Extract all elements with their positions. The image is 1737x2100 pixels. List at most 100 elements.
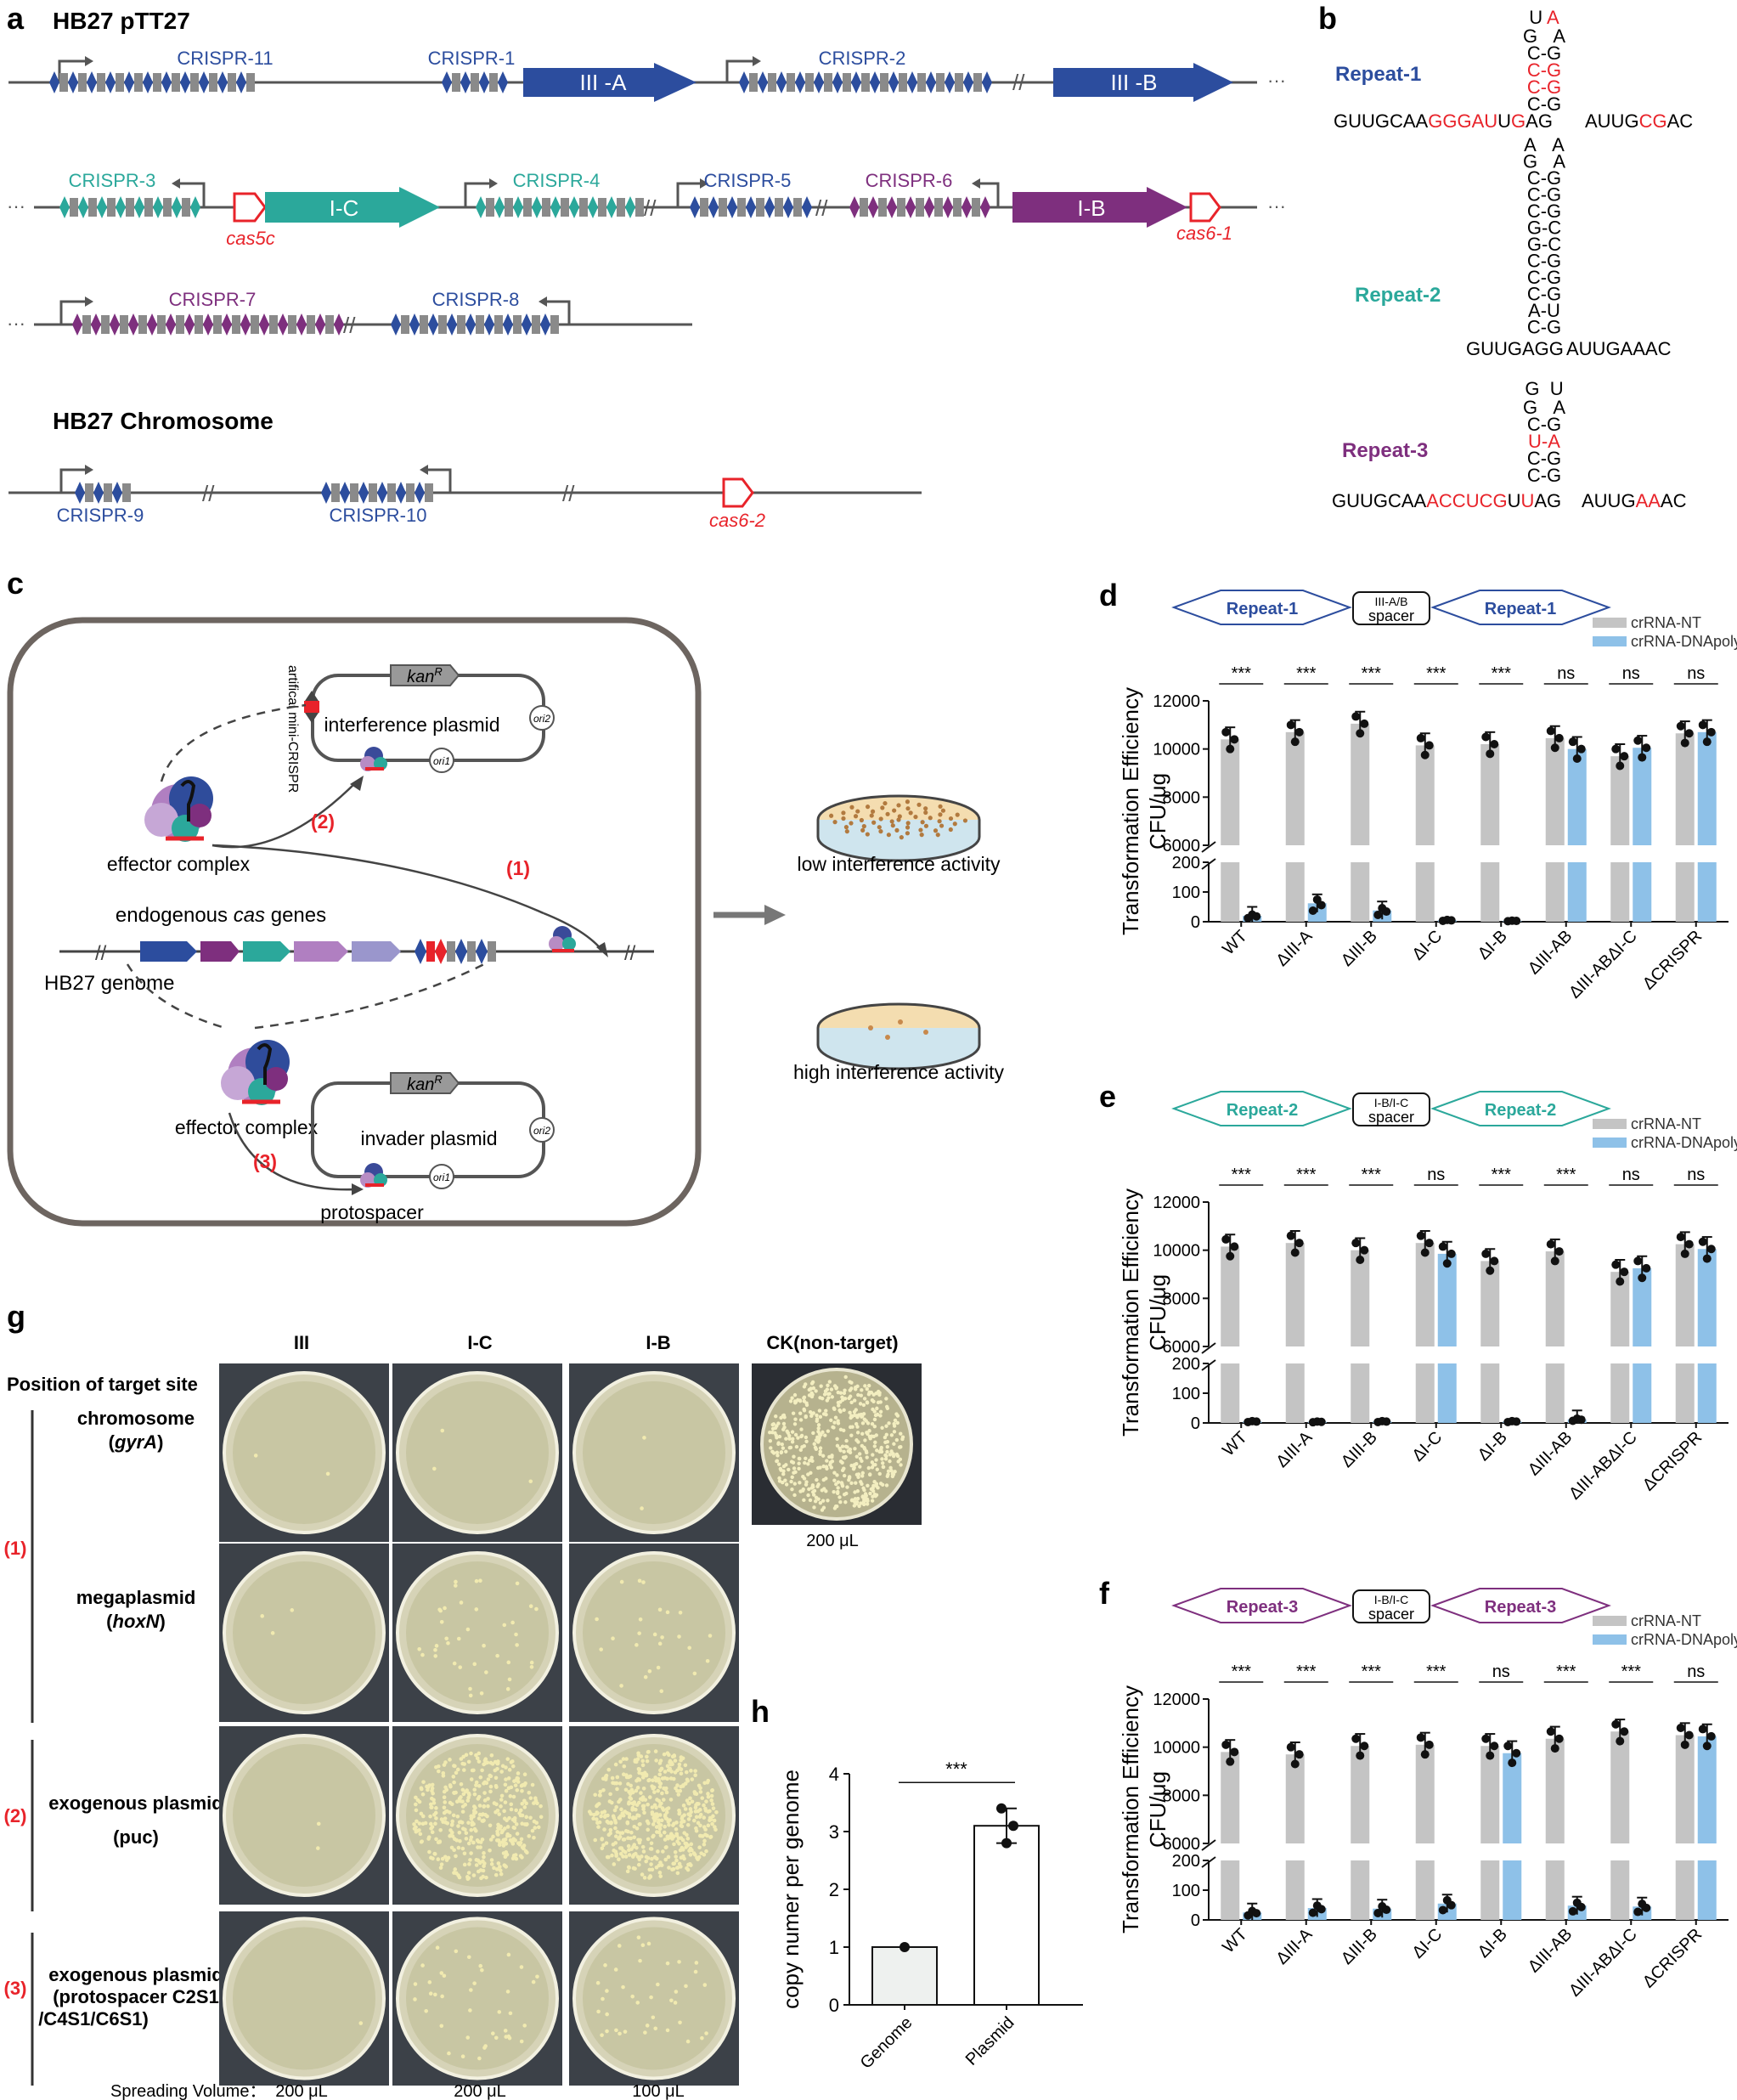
volume-III: 200 μL: [275, 2082, 328, 2100]
group-3-label: (3): [4, 1978, 27, 1999]
data-point: [1684, 729, 1694, 738]
repeat-3-stem: G U G A C-G U-A C-G C-G: [1523, 378, 1565, 486]
x-tick-label: ΔCRISPR: [1639, 1428, 1706, 1494]
bar: [1633, 862, 1652, 922]
crispr-3-label: CRISPR-3: [69, 170, 156, 191]
legend-nt-label: crRNA-NT: [1631, 1612, 1701, 1629]
svg-text://: //: [95, 942, 107, 965]
panel-letter: f: [1099, 1576, 1110, 1611]
significance-label: ***: [1296, 1662, 1317, 1681]
spreading-volume-label: Spreading Volume：: [110, 2082, 266, 2100]
bar: [1221, 1246, 1240, 1346]
panel-c: c kanR interference plasmid ori2 ori1 ar…: [7, 566, 1005, 1227]
group-1-label: (1): [4, 1538, 27, 1559]
data-point: [1360, 1245, 1369, 1255]
svg-text:C-G: C-G: [1527, 465, 1561, 486]
y-tick-label: 0: [1191, 1911, 1200, 1930]
y-axis-label: Transformation EfficiencyCFU/μg: [1118, 1188, 1170, 1437]
crispr-11-label: CRISPR-11: [177, 48, 273, 69]
bar: [1351, 723, 1370, 845]
promoter-arrow-7: [59, 300, 88, 325]
svg-text:ori2: ori2: [533, 1125, 550, 1137]
bar: [1415, 1243, 1435, 1346]
cas5c-label: cas5c: [226, 228, 274, 249]
data-point: [1676, 721, 1685, 731]
crispr-7-array: [72, 313, 344, 336]
significance-label: ***: [1296, 664, 1317, 683]
significance-label: ns: [1687, 1166, 1705, 1184]
data-point: [1698, 1725, 1707, 1734]
crispr-10-label: CRISPR-10: [330, 505, 427, 526]
svg-text:C-G: C-G: [1527, 317, 1561, 338]
data-point: [1503, 1742, 1513, 1751]
bar: [1675, 1860, 1695, 1920]
significance-label: ***: [1556, 1166, 1576, 1184]
data-point: [1611, 744, 1621, 754]
legend-nt-label: crRNA-NT: [1631, 1115, 1701, 1132]
gene-III-B-label: III -B: [1111, 70, 1158, 95]
bar: [1285, 1243, 1305, 1346]
plate-high-activity: [816, 1002, 981, 1070]
spacer-type-label: I-B/I-C: [1374, 1593, 1408, 1606]
bar: [1633, 1267, 1652, 1346]
data-point: [1416, 1231, 1425, 1240]
repeat-diamond-left: [1171, 590, 1352, 625]
bar: [1351, 1860, 1370, 1920]
data-point: [1546, 726, 1555, 736]
y-tick-label: 8000: [1163, 1290, 1201, 1308]
significance-label: ns: [1622, 1166, 1640, 1184]
repeat-3-label: Repeat-3: [1342, 439, 1428, 462]
data-point: [1442, 1259, 1452, 1268]
legend-dna-swatch: [1593, 636, 1627, 646]
bar: [1480, 1363, 1500, 1423]
significance-label: ***: [1362, 1662, 1382, 1681]
data-point: [1438, 1242, 1447, 1251]
bar: [1610, 1363, 1630, 1423]
significance-label: ***: [945, 1758, 967, 1780]
significance-label: ns: [1557, 664, 1575, 683]
svg-text:C-G: C-G: [1527, 76, 1561, 98]
data-point: [1230, 735, 1239, 744]
data-point: [1702, 1742, 1712, 1751]
svg-text:C-G: C-G: [1527, 284, 1561, 305]
data-point: [1416, 733, 1425, 742]
data-point: [1698, 720, 1707, 730]
data-point: [1490, 1742, 1499, 1751]
data-point: [1416, 1733, 1425, 1742]
data-point: [1620, 1727, 1629, 1736]
crispr-7-label: CRISPR-7: [169, 289, 257, 310]
col-header-III: III: [294, 1332, 309, 1353]
data-point: [1508, 1758, 1517, 1768]
data-point: [1373, 1909, 1383, 1918]
data-point: [1572, 754, 1582, 763]
data-point: [1512, 917, 1521, 926]
svg-text:···: ···: [1267, 195, 1286, 217]
data-point: [1680, 1249, 1689, 1258]
row-puc-gene: (puc): [113, 1826, 159, 1848]
repeat-1-sequence-right: AUUGCGAC: [1585, 110, 1693, 132]
data-point: [1226, 744, 1235, 754]
bar: [1221, 1363, 1240, 1423]
interference-plasmid-label: interference plasmid: [324, 714, 499, 736]
data-point: [1424, 1239, 1434, 1248]
bar: [1545, 862, 1565, 922]
significance-label: ***: [1362, 664, 1382, 683]
data-point: [1611, 1719, 1621, 1729]
y-axis-label: Transformation EfficiencyCFU/μg: [1118, 1685, 1170, 1933]
data-point: [1512, 1417, 1521, 1426]
y-tick-label: 200: [1172, 854, 1200, 872]
crispr-5-label: CRISPR-5: [704, 170, 792, 191]
y-tick-label: 8000: [1163, 1787, 1201, 1805]
panel-b-letter: b: [1318, 1, 1337, 36]
bar: [1437, 1363, 1457, 1423]
gene-I-C-label: I-C: [330, 195, 359, 221]
data-point: [1382, 907, 1391, 917]
data-point: [1642, 743, 1651, 753]
bar: [1285, 862, 1305, 922]
data-point: [1226, 1757, 1235, 1766]
svg-text:C-G: C-G: [1527, 414, 1561, 435]
data-point: [1317, 1905, 1326, 1914]
bar: [1285, 1754, 1305, 1843]
crispr-11-array: [49, 71, 255, 93]
volume-IB: 100 μL: [632, 2082, 685, 2100]
